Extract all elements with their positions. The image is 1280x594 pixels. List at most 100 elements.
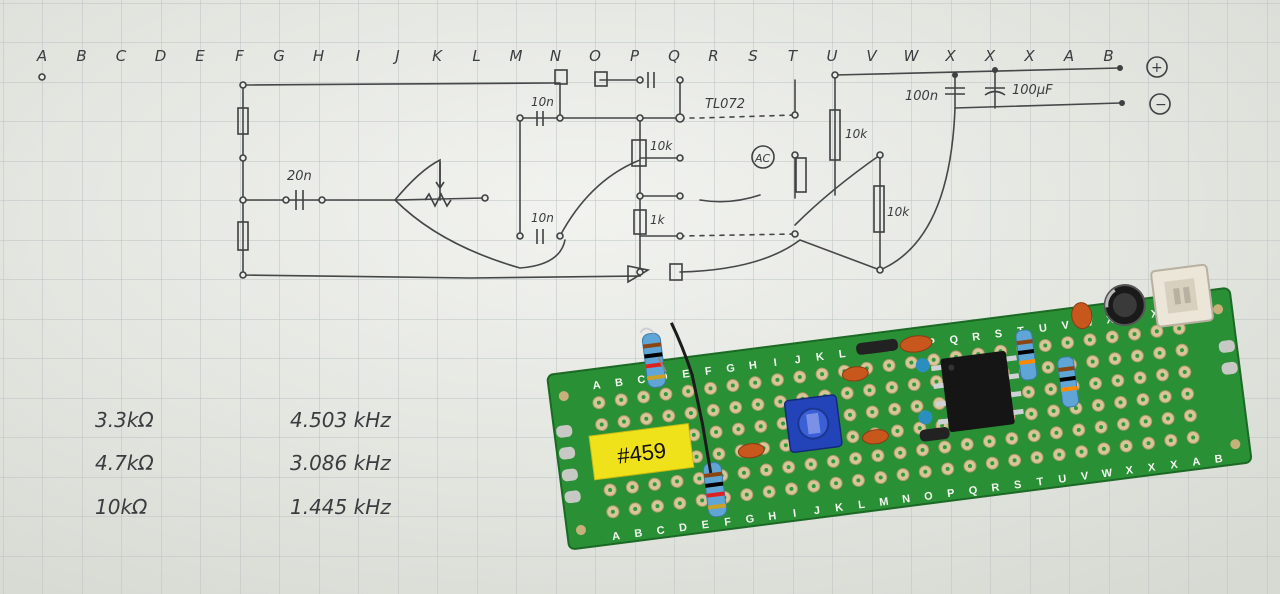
pcb-column-letter: S	[994, 328, 1003, 341]
measurement-resistance: 4.7kΩ	[95, 451, 154, 475]
pcb-column-letter: M	[879, 496, 890, 509]
resistors	[641, 329, 1079, 518]
pcb-hole	[889, 385, 894, 390]
ceramic-capacitors	[737, 302, 1093, 459]
pcb-column-letter: V	[1061, 319, 1070, 332]
pcb-hole	[688, 411, 693, 416]
pcb-column-letter: X	[1147, 461, 1156, 474]
pcb-hole	[675, 479, 680, 484]
pcb-hole	[967, 464, 972, 469]
label-res-10k-right-top: 10k	[845, 127, 868, 141]
pcb-hole	[663, 392, 668, 397]
pcb-column-letter: T	[1036, 476, 1044, 489]
label-res-10k-mid: 10k	[650, 139, 673, 153]
pcb-column-letter: U	[1038, 322, 1047, 335]
pcb-hole	[965, 442, 970, 447]
pcb-hole	[1185, 391, 1190, 396]
pcb-hole	[1048, 387, 1053, 392]
pcb-hole	[870, 410, 875, 415]
pcb-hole	[1026, 390, 1031, 395]
pcb-hole	[892, 407, 897, 412]
column-letter: N	[550, 47, 561, 65]
column-letter: H	[313, 47, 324, 65]
pcb-hole	[1160, 372, 1165, 377]
pcb-column-letter: X	[1150, 308, 1159, 321]
pcb-hole	[1110, 334, 1115, 339]
pcb-hole	[764, 467, 769, 472]
pcb-hole	[700, 498, 705, 503]
pcb-hole	[878, 475, 883, 480]
pcb-hole	[834, 481, 839, 486]
pcb-hole	[1177, 326, 1182, 331]
pcb-hole	[1046, 365, 1051, 370]
pcb-hole	[733, 405, 738, 410]
pcb-column-letter: N	[901, 493, 910, 506]
pcb-hole	[775, 377, 780, 382]
column-letter: M	[510, 47, 523, 65]
pcb-column-letter: K	[835, 502, 844, 515]
pcb-hole	[909, 360, 914, 365]
column-letter: D	[155, 47, 167, 65]
pcb-column-letter: A	[611, 530, 620, 543]
pcb-hole	[708, 386, 713, 391]
pcb-hole	[694, 454, 699, 459]
pcb-column-letter: C	[656, 524, 665, 537]
power-connector	[1150, 263, 1214, 328]
pcb-hole	[655, 504, 660, 509]
pcb-hole	[697, 476, 702, 481]
pcb-hole	[1166, 416, 1171, 421]
pcb-hole	[1135, 353, 1140, 358]
pcb-hole	[1118, 400, 1123, 405]
pcb-hole	[895, 428, 900, 433]
pcb-hole	[867, 388, 872, 393]
pcb-hole	[912, 382, 917, 387]
pcb-hole	[730, 383, 735, 388]
pcb-hole	[797, 374, 802, 379]
pcb-hole	[1121, 422, 1126, 427]
pcb-hole	[987, 439, 992, 444]
pcb-hole	[619, 397, 624, 402]
pcb-hole	[820, 372, 825, 377]
pcb-hole	[811, 484, 816, 489]
label-res-10k-right-bottom: 10k	[887, 205, 910, 219]
column-letter: C	[116, 47, 127, 65]
pcb-hole	[1101, 446, 1106, 451]
pcb-hole	[1099, 425, 1104, 430]
pcb-hole	[599, 422, 604, 427]
column-letter: X	[984, 47, 996, 65]
schematic-nodes	[38, 71, 884, 279]
measurement-frequency: 3.086 kHz	[290, 451, 391, 475]
pcb-column-letter: D	[678, 522, 687, 535]
pcb-hole	[887, 363, 892, 368]
measurement-resistance: 3.3kΩ	[95, 408, 154, 432]
pcb-hole	[691, 432, 696, 437]
pcb-hole	[610, 509, 615, 514]
schematic-labels: 20n 10n 10n 10k 1k TL072 AC 10k 10k 100n…	[287, 60, 1167, 227]
label-cap-10n-top: 10n	[531, 95, 554, 109]
pcb-hole	[1079, 449, 1084, 454]
column-letter: G	[273, 47, 285, 65]
column-letter: R	[708, 47, 718, 65]
pcb-hole	[1073, 406, 1078, 411]
pcb-hole	[652, 482, 657, 487]
pcb-hole	[1188, 413, 1193, 418]
pcb-column-letter: I	[792, 508, 797, 520]
pcb-hole	[742, 470, 747, 475]
pcb-column-letter: A	[592, 379, 601, 392]
pcb-hole	[1143, 419, 1148, 424]
pcb-hole	[716, 451, 721, 456]
pcb-hole	[622, 419, 627, 424]
pcb-column-letter: R	[991, 482, 1000, 495]
pcb-hole	[990, 461, 995, 466]
column-letter: I	[356, 47, 361, 65]
pcb-hole	[1096, 403, 1101, 408]
pcb-column-letter: I	[773, 357, 778, 369]
pcb-hole	[1051, 408, 1056, 413]
column-letter: O	[589, 47, 601, 65]
pcb-column-letter: G	[726, 362, 736, 375]
pcb-hole	[781, 421, 786, 426]
pcb-hole	[1146, 441, 1151, 446]
measurement-resistance: 10kΩ	[95, 495, 148, 519]
